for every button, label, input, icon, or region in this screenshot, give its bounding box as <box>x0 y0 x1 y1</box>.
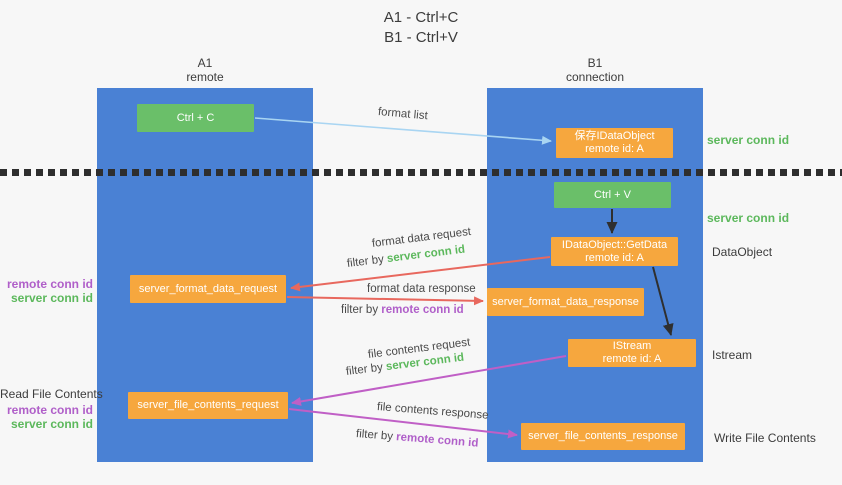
filter-by-text: filter by <box>341 304 379 316</box>
write-file-contents-label: Write File Contents <box>714 431 816 445</box>
arrow-format-data-response <box>286 296 484 306</box>
diagram-title: A1 - Ctrl+C B1 - Ctrl+V <box>0 8 842 48</box>
server-conn-id-side-label: server conn id <box>10 291 93 305</box>
mid-left-conn-id-labels: remote conn id server conn id <box>0 277 93 305</box>
bottom-left-labels: Read File Contents remote conn id server… <box>0 387 103 431</box>
ctrl-c-box: Ctrl + C <box>137 104 254 132</box>
server-file-contents-response-box: server_file_contents_response <box>521 423 685 450</box>
remote-conn-id-side-label: remote conn id <box>6 277 93 291</box>
ctrl-v-box: Ctrl + V <box>554 182 671 208</box>
column-header-b1: B1 connection <box>487 56 703 84</box>
server-format-data-response-box: server_format_data_response <box>487 288 644 316</box>
idataobject-getdata-box: IDataObject::GetData remote id: A <box>551 237 678 266</box>
title-line-2: B1 - Ctrl+V <box>384 29 458 46</box>
save-idataobject-box: 保存IDataObject remote id: A <box>556 128 673 158</box>
server-format-data-request-box: server_format_data_request <box>130 275 286 303</box>
column-a1-subtitle: remote <box>186 70 224 84</box>
phase-separator-dashed-line <box>0 169 842 176</box>
column-b1-subtitle: connection <box>565 70 625 84</box>
column-a1-name: A1 <box>197 56 213 70</box>
read-file-contents-label: Read File Contents <box>0 387 103 401</box>
server-file-contents-response-label: server_file_contents_response <box>528 430 678 442</box>
filter-by-remote-conn-id-label-1: filter by remote conn id <box>341 304 464 316</box>
filter-by-remote-conn-id-label-2: filter by remote conn id <box>356 428 479 450</box>
istream-side-label: Istream <box>712 348 753 362</box>
column-b1-name: B1 <box>587 56 603 70</box>
istream-line1: IStream <box>612 340 652 352</box>
column-header-a1: A1 remote <box>97 56 313 84</box>
title-line-1: A1 - Ctrl+C <box>383 9 459 26</box>
istream-line2: remote id: A <box>602 353 662 365</box>
istream-box: IStream remote id: A <box>568 339 696 367</box>
remote-conn-id-text: remote conn id <box>381 304 464 316</box>
server-conn-id-side-label-mid: server conn id <box>707 211 790 225</box>
filter-by-text: filter by <box>355 428 394 443</box>
ctrl-v-label: Ctrl + V <box>594 188 631 201</box>
remote-conn-id-side-label: remote conn id <box>6 403 93 417</box>
format-data-response-label: format data response <box>367 283 476 295</box>
filter-by-server-conn-id-label-1: filter by server conn id <box>346 244 465 270</box>
file-contents-response-label: file contents response <box>376 401 490 422</box>
getdata-line2: remote id: A <box>585 251 644 264</box>
server-file-contents-request-box: server_file_contents_request <box>128 392 288 419</box>
ctrl-c-label: Ctrl + C <box>176 111 215 124</box>
server-conn-id-side-label: server conn id <box>10 417 93 431</box>
server-file-contents-request-label: server_file_contents_request <box>137 399 279 411</box>
filter-by-text: filter by <box>345 361 384 378</box>
server-conn-id-side-label-top: server conn id <box>707 133 790 147</box>
remote-conn-id-text: remote conn id <box>395 431 479 450</box>
save-idataobject-line1: 保存IDataObject <box>574 130 655 142</box>
server-format-data-request-label: server_format_data_request <box>138 282 278 295</box>
format-list-label: format list <box>377 106 429 123</box>
save-idataobject-line2: remote id: A <box>585 143 644 155</box>
getdata-line1: IDataObject::GetData <box>561 238 668 251</box>
filter-by-text: filter by <box>346 253 385 270</box>
server-format-data-response-label: server_format_data_response <box>492 295 639 308</box>
dataobject-side-label: DataObject <box>712 245 773 259</box>
